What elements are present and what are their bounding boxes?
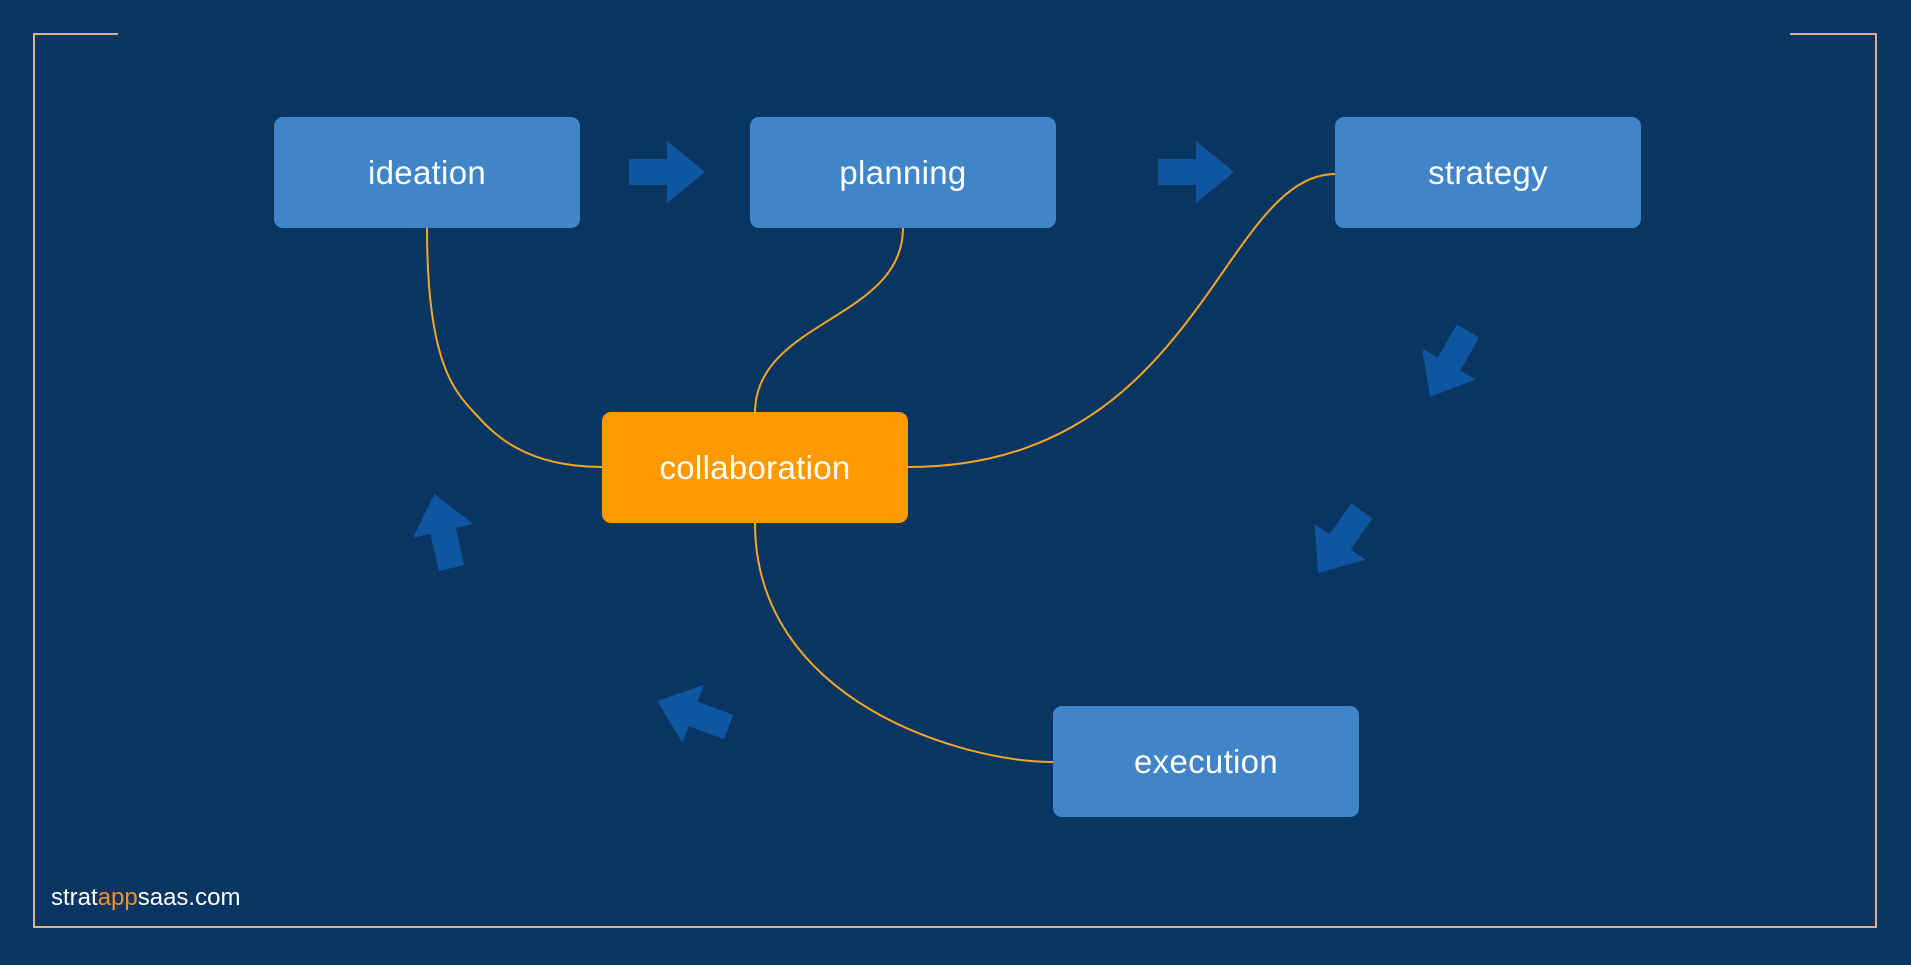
node-planning-label: planning xyxy=(839,153,967,191)
node-strategy-label: strategy xyxy=(1428,153,1548,191)
node-collaboration-label: collaboration xyxy=(659,448,851,486)
node-collaboration: collaboration xyxy=(602,412,908,523)
frame-border xyxy=(33,33,1877,928)
brand-accent: app xyxy=(97,884,138,911)
brand-suffix: saas.com xyxy=(137,884,241,911)
connector-collaboration-planning xyxy=(754,227,904,414)
arrow-strategy-down-2 xyxy=(1314,503,1373,574)
node-ideation-label: ideation xyxy=(368,153,486,191)
arrow-ideation-to-planning xyxy=(629,141,705,203)
connector-lines xyxy=(426,173,1337,763)
flow-arrows xyxy=(412,141,1480,744)
node-execution: execution xyxy=(1053,706,1359,817)
connector-collaboration-execution xyxy=(754,522,1055,763)
arrow-execution-to-collaboration xyxy=(657,684,734,744)
arrow-strategy-down-1 xyxy=(1422,324,1480,397)
node-execution-label: execution xyxy=(1134,742,1278,780)
node-strategy: strategy xyxy=(1335,117,1641,228)
connector-collaboration-strategy xyxy=(907,173,1337,468)
arrow-planning-to-strategy xyxy=(1158,141,1234,203)
brand-logo-text: stratappsaas.com xyxy=(51,884,240,912)
arrow-collaboration-to-ideation xyxy=(412,493,474,571)
brand-prefix: strat xyxy=(51,884,98,911)
node-ideation: ideation xyxy=(274,117,580,228)
node-planning: planning xyxy=(750,117,1056,228)
connector-collaboration-ideation xyxy=(426,227,603,468)
